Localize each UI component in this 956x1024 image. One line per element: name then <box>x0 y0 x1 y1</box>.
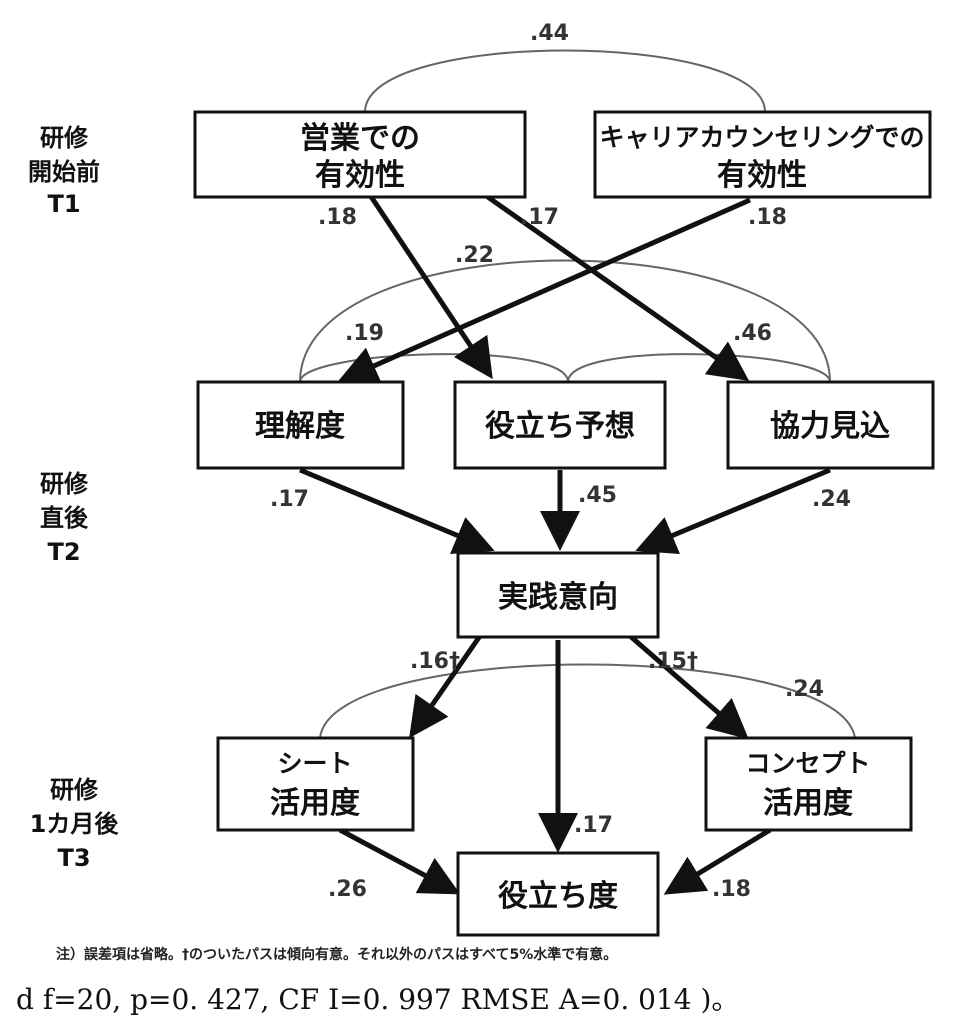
path-career-understanding <box>337 197 752 385</box>
node-sheet: シート 活用度 <box>216 736 415 832</box>
correlation-coefficients: .44 .22 .19 .46 .24 <box>345 21 824 702</box>
node-sales: 営業での 有効性 <box>193 110 527 199</box>
corr-coef-understanding-usefulness-expect: .19 <box>345 321 384 346</box>
corr-arc-understanding-cooperation <box>299 259 831 383</box>
coef-career-understanding: .18 <box>748 205 787 230</box>
node-sheet-line1: シート <box>277 749 352 778</box>
coef-sheet-usefulness: .26 <box>328 877 367 902</box>
coef-usefulness-expect-intention: .45 <box>578 483 617 508</box>
node-sales-line1: 営業での <box>300 121 420 156</box>
node-career: キャリアカウンセリングでの 有効性 <box>593 110 932 199</box>
node-concept-line1: コンセプト <box>745 749 870 778</box>
node-understanding: 理解度 <box>196 380 405 470</box>
corr-coef-understanding-cooperation: .22 <box>455 243 494 268</box>
time-label-t1-line2: 開始前 <box>28 158 100 186</box>
node-concept: コンセプト 活用度 <box>704 736 913 832</box>
time-label-t3: 研修 1カ月後 T3 <box>30 776 120 872</box>
path-cooperation-intention <box>635 467 831 555</box>
path-concept-usefulness <box>663 827 772 895</box>
node-sales-line2: 有効性 <box>315 158 405 193</box>
time-label-t3-line2: 1カ月後 <box>30 810 120 838</box>
coef-concept-usefulness: .18 <box>712 877 751 902</box>
coef-sales-cooperation: .17 <box>520 205 559 230</box>
node-usefulness: 役立ち度 <box>456 851 660 937</box>
time-label-t2-line3: T2 <box>47 538 80 566</box>
time-label-t1: 研修 開始前 T1 <box>28 124 100 218</box>
path-understanding-intention <box>299 467 495 555</box>
node-understanding-label: 理解度 <box>255 409 345 444</box>
node-usefulness-expect: 役立ち予想 <box>453 380 667 470</box>
path-coefficients: .18 .17 .18 .17 .45 .24 .16† .15† .17 .2… <box>270 205 851 902</box>
corr-arc-sheet-concept <box>319 663 856 739</box>
coef-intention-usefulness: .17 <box>574 813 613 838</box>
coef-intention-concept: .15† <box>648 649 698 674</box>
node-usefulness-label: 役立ち度 <box>498 879 618 914</box>
node-cooperation-label: 協力見込 <box>770 409 890 444</box>
node-intention-label: 実践意向 <box>498 580 618 615</box>
node-career-line1: キャリアカウンセリングでの <box>599 123 924 152</box>
node-usefulness-expect-label: 役立ち予想 <box>485 409 635 444</box>
time-label-t3-line1: 研修 <box>50 776 99 804</box>
node-cooperation: 協力見込 <box>726 380 935 470</box>
time-label-t3-line3: T3 <box>57 844 90 872</box>
node-intention: 実践意向 <box>456 551 660 639</box>
time-label-t1-line3: T1 <box>47 190 80 218</box>
path-sales-usefulness-expect <box>367 193 493 380</box>
path-sheet-usefulness <box>338 827 461 895</box>
corr-coef-sheet-concept: .24 <box>785 677 824 702</box>
directed-paths <box>299 192 831 895</box>
corr-coef-sales-career: .44 <box>530 21 569 46</box>
coef-cooperation-intention: .24 <box>812 487 851 512</box>
correlation-arcs <box>299 49 856 739</box>
corr-coef-usefulness-expect-cooperation: .46 <box>733 321 772 346</box>
path-sales-cooperation <box>483 192 750 381</box>
corr-arc-understanding-usefulness-expect <box>299 353 569 383</box>
path-intention-concept <box>628 634 749 740</box>
time-label-t2: 研修 直後 T2 <box>40 470 89 566</box>
time-label-t1-line1: 研修 <box>40 124 89 152</box>
coef-sales-usefulness-expect: .18 <box>318 205 357 230</box>
path-intention-sheet <box>409 634 483 739</box>
node-sheet-line2: 活用度 <box>270 786 360 821</box>
node-career-line2: 有効性 <box>717 158 807 193</box>
footnote: 注）誤差項は省略。†のついたパスは傾向有意。それ以外のパスはすべて5%水準で有意… <box>56 947 618 963</box>
fit-indices: d f=20, p=0. 427, CF I=0. 997 RMSE A=0. … <box>16 983 740 1016</box>
time-label-t2-line2: 直後 <box>40 504 89 532</box>
coef-intention-sheet: .16† <box>410 649 460 674</box>
corr-arc-usefulness-expect-cooperation <box>567 353 831 383</box>
node-concept-line2: 活用度 <box>763 786 853 821</box>
coef-understanding-intention: .17 <box>270 487 309 512</box>
time-label-t2-line1: 研修 <box>40 470 89 498</box>
corr-arc-sales-career <box>364 49 766 113</box>
